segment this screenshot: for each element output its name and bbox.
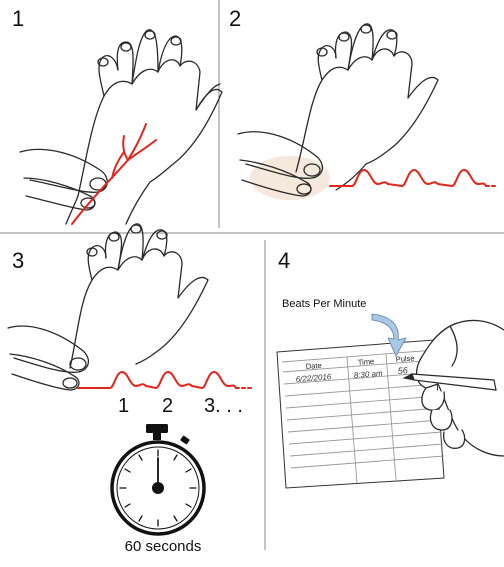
pen-icon bbox=[402, 373, 497, 391]
entry-pulse: 56 bbox=[397, 365, 408, 376]
artery bbox=[71, 123, 157, 225]
callout-arrow-icon bbox=[371, 313, 407, 357]
beat-count-2: 2 bbox=[162, 395, 174, 417]
step-number-4: 4 bbox=[278, 248, 291, 273]
step-number-3: 3 bbox=[12, 248, 25, 273]
writing-hand bbox=[415, 319, 504, 457]
entry-date: 6/22/2016 bbox=[295, 372, 332, 384]
stopwatch-icon bbox=[110, 424, 206, 536]
panel-1-hand bbox=[19, 29, 223, 225]
pulse-waveform-panel-3 bbox=[77, 371, 253, 389]
timer-label: 60 seconds bbox=[124, 538, 202, 555]
column-header-pulse: Pulse bbox=[395, 354, 414, 364]
beat-count-1: 1 bbox=[118, 395, 130, 417]
panel-2-hand bbox=[237, 23, 439, 197]
column-header-date: Date bbox=[305, 361, 322, 371]
beat-count-3: 3. . . bbox=[204, 395, 243, 417]
column-header-time: Time bbox=[357, 357, 374, 367]
panel-3-hand bbox=[7, 223, 209, 391]
pulse-waveform-panel-2 bbox=[329, 169, 497, 187]
step-number-1: 1 bbox=[12, 6, 25, 31]
entry-time: 8:30 am bbox=[353, 369, 383, 380]
beats-per-minute-callout: Beats Per Minute bbox=[282, 298, 367, 310]
step-number-2: 2 bbox=[229, 6, 242, 31]
pulse-log-sheet: Date Time Pulse 6/22/2016 8:30 am 56 bbox=[276, 339, 445, 489]
